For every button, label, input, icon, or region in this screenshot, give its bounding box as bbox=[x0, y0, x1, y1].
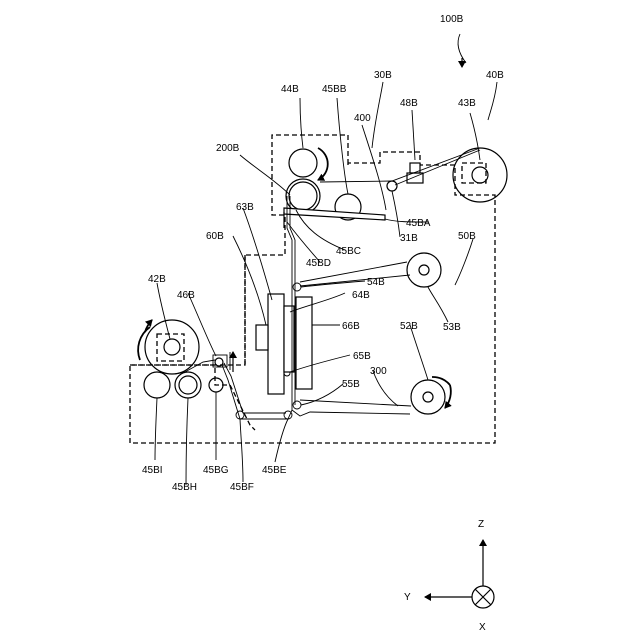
roll-53B-core bbox=[419, 265, 429, 275]
x-axis-label: X bbox=[479, 622, 486, 633]
label-45BE: 45BE bbox=[262, 465, 287, 476]
label-45BD: 45BD bbox=[306, 258, 331, 269]
label-44B: 44B bbox=[281, 84, 299, 95]
label-45BA: 45BA bbox=[406, 218, 431, 229]
label-300: 300 bbox=[370, 366, 387, 377]
roller-45BH-inner bbox=[179, 376, 197, 394]
label-45BI: 45BI bbox=[142, 465, 163, 476]
label-63B: 63B bbox=[236, 202, 254, 213]
label-45BB: 45BB bbox=[322, 84, 347, 95]
label-50B: 50B bbox=[458, 231, 476, 242]
platen-66B bbox=[296, 297, 312, 389]
label-48B: 48B bbox=[400, 98, 418, 109]
label-52B: 52B bbox=[400, 321, 418, 332]
roll-42B bbox=[145, 320, 199, 374]
roll-53B bbox=[407, 253, 441, 287]
label-100B: 100B bbox=[440, 14, 464, 25]
label-66B: 66B bbox=[342, 321, 360, 332]
rotation-arrow-52B bbox=[445, 385, 451, 408]
plate-45BA bbox=[284, 208, 385, 220]
label-53B: 53B bbox=[443, 322, 461, 333]
roller-45BI bbox=[144, 372, 170, 398]
label-60B: 60B bbox=[206, 231, 224, 242]
roll-52B-core bbox=[423, 392, 433, 402]
head-63B-tab bbox=[256, 325, 268, 350]
roller-54B bbox=[293, 283, 301, 291]
roller-44B bbox=[289, 149, 317, 177]
label-30B: 30B bbox=[374, 70, 392, 81]
roller-55B bbox=[293, 401, 301, 409]
coordinate-axes: Z Y X bbox=[404, 519, 494, 633]
label-55B: 55B bbox=[342, 379, 360, 390]
rotation-arrow-44B bbox=[318, 148, 328, 180]
label-43B: 43B bbox=[458, 98, 476, 109]
z-axis-label: Z bbox=[478, 519, 484, 530]
head-63B bbox=[268, 294, 284, 394]
x-axis-cross bbox=[475, 589, 491, 605]
label-45BG: 45BG bbox=[203, 465, 229, 476]
label-45BC: 45BC bbox=[336, 246, 361, 257]
y-axis-label: Y bbox=[404, 592, 411, 603]
label-65B: 65B bbox=[353, 351, 371, 362]
rotation-arrow-42B-arc bbox=[138, 327, 150, 360]
roll-43B bbox=[453, 148, 507, 202]
label-54B: 54B bbox=[367, 277, 385, 288]
label-42B: 42B bbox=[148, 274, 166, 285]
roller-46B bbox=[215, 358, 223, 366]
label-400: 400 bbox=[354, 113, 371, 124]
label-40B: 40B bbox=[486, 70, 504, 81]
label-200B: 200B bbox=[216, 143, 240, 154]
plate-64B bbox=[284, 306, 294, 372]
label-64B: 64B bbox=[352, 290, 370, 301]
labels: 100B 40B 30B 44B 45BB 48B 43B 400 200B 4… bbox=[142, 14, 504, 493]
label-46B: 46B bbox=[177, 290, 195, 301]
label-45BF: 45BF bbox=[230, 482, 254, 493]
label-31B: 31B bbox=[400, 233, 418, 244]
roll-52B bbox=[411, 380, 445, 414]
roller-31B bbox=[387, 181, 397, 191]
label-45BH: 45BH bbox=[172, 482, 197, 493]
roll-42B-core bbox=[164, 339, 180, 355]
roller-200B-inner bbox=[289, 182, 317, 210]
